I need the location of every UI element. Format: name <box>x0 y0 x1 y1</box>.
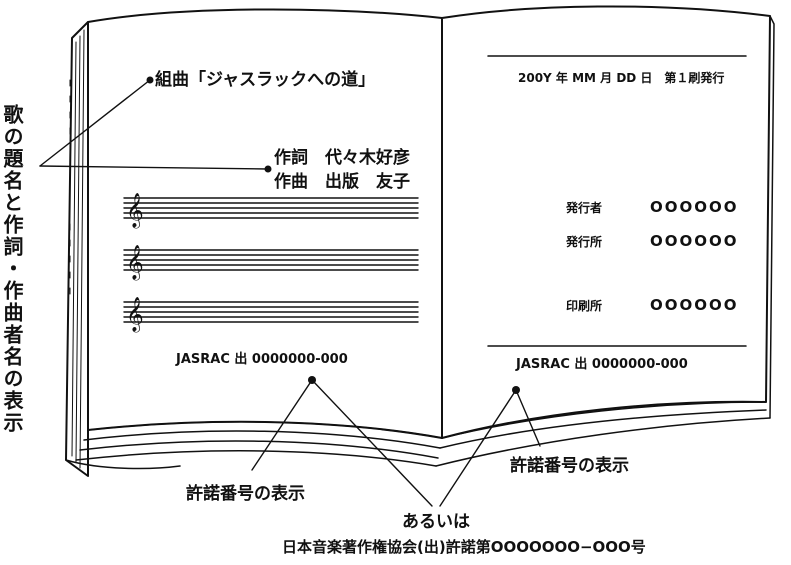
treble-clefs: 𝄞 𝄞 𝄞 <box>126 193 144 333</box>
jasrac-number-left: JASRAC 出 0000000-000 <box>176 352 348 367</box>
publishing-house-value: OOOOOO <box>650 232 739 250</box>
publishing-house-label: 発行所 <box>566 235 603 249</box>
leader-dots <box>146 76 520 394</box>
printer-value: OOOOOO <box>650 296 739 314</box>
jasrac-number-right: JASRAC 出 0000000-000 <box>516 357 688 372</box>
treble-clef-icon: 𝄞 <box>126 297 144 333</box>
treble-clef-icon: 𝄞 <box>126 193 144 229</box>
permit-number-label-left: 許諾番号の表示 <box>186 484 305 504</box>
page-edge-lines <box>69 29 85 469</box>
lyricist-credit: 作詞 代々木好彦 <box>274 148 410 168</box>
treble-clef-icon: 𝄞 <box>126 245 144 281</box>
issue-date: 200Y 年 MM 月 DD 日 第１刷発行 <box>518 71 725 85</box>
page-stack-bottom <box>65 15 775 470</box>
publisher-value: OOOOOO <box>650 198 739 216</box>
alternative-word: あるいは <box>402 512 470 532</box>
publisher-label: 発行者 <box>566 201 603 215</box>
leader-lines <box>39 79 541 507</box>
composer-credit: 作曲 出版 友子 <box>274 172 410 192</box>
printer-label: 印刷所 <box>566 299 603 313</box>
alternative-permit-text: 日本音楽著作権協会(出)許諾第OOOOOOO−OOO号 <box>282 538 646 556</box>
title-credit-annotation: 歌の題名と作詞・作曲者名の表示 <box>0 104 24 434</box>
song-title: 組曲「ジャスラックへの道」 <box>155 70 376 90</box>
permit-number-label-right: 許諾番号の表示 <box>510 456 629 476</box>
music-staves <box>123 197 419 323</box>
